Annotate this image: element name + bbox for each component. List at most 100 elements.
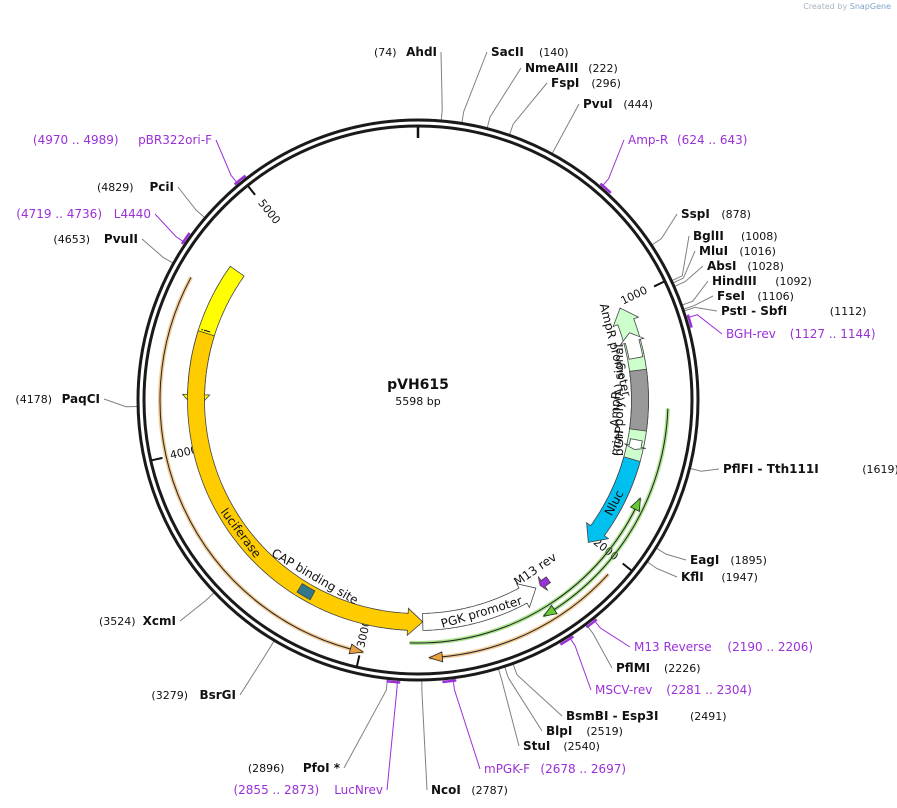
feature-luciferase[interactable] bbox=[187, 330, 424, 637]
primer-mark bbox=[686, 314, 693, 328]
site-name: FseI bbox=[717, 289, 745, 303]
primer-range: (2190 .. 2206) bbox=[727, 640, 813, 654]
site-ncoi[interactable]: NcoI(2787) bbox=[431, 783, 508, 797]
primer-name: MSCV-rev bbox=[595, 683, 652, 697]
site-mlui[interactable]: MluI(1016) bbox=[699, 244, 776, 258]
site-pfoi[interactable]: PfoI * (2896) bbox=[248, 761, 341, 775]
tick-mark bbox=[247, 185, 256, 196]
site-position: (878) bbox=[721, 208, 751, 221]
primer-mscv-rev[interactable]: MSCV-rev (2281 .. 2304) bbox=[595, 683, 752, 697]
tick-label: 3000 bbox=[354, 619, 373, 649]
leader-line bbox=[656, 547, 687, 561]
site-name: PfoI * bbox=[303, 761, 341, 775]
leader-line bbox=[386, 680, 399, 791]
leader-line bbox=[593, 619, 631, 648]
site-position: (2540) bbox=[563, 740, 600, 753]
primer-bgh-rev[interactable]: BGH-rev(1127 .. 1144) bbox=[726, 327, 876, 341]
site-name: AbsI bbox=[707, 259, 736, 273]
site-position: (1092) bbox=[775, 275, 812, 288]
site-name: StuI bbox=[523, 739, 550, 753]
primer-pbr322ori-f[interactable]: pBR322ori-F(4970 .. 4989) bbox=[33, 133, 212, 147]
leader-line bbox=[486, 67, 522, 128]
leader-line bbox=[461, 51, 488, 123]
site-name: NmeAIII bbox=[525, 61, 578, 75]
site-nmeaiii[interactable]: NmeAIII(222) bbox=[525, 61, 618, 75]
feature-cap-binding-site[interactable] bbox=[296, 583, 316, 601]
plasmid-name: pVH615 bbox=[387, 377, 449, 393]
leader-line bbox=[551, 103, 580, 154]
site-absi[interactable]: AbsI(1028) bbox=[707, 259, 784, 273]
site-paqci[interactable]: PaqCI(4178) bbox=[15, 392, 100, 406]
site-eagi[interactable]: EagI(1895) bbox=[690, 553, 767, 567]
feature-nluc[interactable] bbox=[586, 456, 641, 543]
feature-line-arrow bbox=[542, 604, 558, 617]
site-name: SspI bbox=[681, 207, 710, 221]
site-pflmi[interactable]: PflMI (2226) bbox=[616, 661, 701, 675]
site-xcmi[interactable]: XcmI(3524) bbox=[99, 614, 176, 628]
site-position: (1112) bbox=[830, 305, 867, 318]
primer-range: (2281 .. 2304) bbox=[666, 683, 752, 697]
leader-line bbox=[154, 213, 186, 244]
leader-line bbox=[647, 561, 678, 578]
primer-l4440[interactable]: L4440(4719 .. 4736) bbox=[16, 207, 151, 221]
site-name: PflMI bbox=[616, 661, 650, 675]
primer-amp-r[interactable]: Amp-R(624 .. 643) bbox=[628, 133, 747, 147]
site-pvui[interactable]: PvuI(444) bbox=[583, 97, 653, 111]
feature-pgk-promoter[interactable] bbox=[422, 583, 537, 631]
leader-line bbox=[452, 678, 481, 770]
primer-mpgk-f[interactable]: mPGK-F(2678 .. 2697) bbox=[484, 762, 626, 776]
site-position: (1106) bbox=[757, 290, 794, 303]
leader-line bbox=[601, 139, 625, 188]
primer-mark bbox=[233, 174, 247, 186]
site-position: (3279) bbox=[151, 689, 188, 702]
site-hindiii[interactable]: HindIII (1092) bbox=[712, 274, 812, 288]
site-position: (4653) bbox=[53, 233, 90, 246]
site-position: (2226) bbox=[664, 662, 701, 675]
site-sspi[interactable]: SspI (878) bbox=[681, 207, 751, 221]
site-bglii[interactable]: BglII (1008) bbox=[693, 229, 778, 243]
feature-bgh-poly-a-signal[interactable] bbox=[629, 368, 649, 432]
primer-name: mPGK-F bbox=[484, 762, 530, 776]
site-position: (296) bbox=[591, 77, 621, 90]
primer-lucnrev[interactable]: LucNrev(2855 .. 2873) bbox=[233, 783, 383, 797]
primer-m13-reverse[interactable]: M13 Reverse(2190 .. 2206) bbox=[634, 640, 813, 654]
feature-minp[interactable] bbox=[624, 438, 646, 450]
site-leader-lines bbox=[103, 51, 723, 791]
site-stui[interactable]: StuI (2540) bbox=[523, 739, 600, 753]
site-fspi[interactable]: FspI(296) bbox=[551, 76, 621, 90]
site-sacii[interactable]: SacII(140) bbox=[491, 45, 569, 59]
tick-mark bbox=[355, 655, 361, 667]
primer-range: (4719 .. 4736) bbox=[16, 207, 102, 221]
site-fsei[interactable]: FseI (1106) bbox=[717, 289, 794, 303]
leader-line bbox=[682, 280, 709, 306]
site-pcii[interactable]: PciI(4829) bbox=[97, 180, 174, 194]
feature-m13-rev[interactable] bbox=[537, 576, 552, 591]
primer-range: (4970 .. 4989) bbox=[33, 133, 119, 147]
feature-ampr-promoter[interactable] bbox=[619, 332, 645, 360]
site-pflfi-tth111i[interactable]: PflFI - Tth111I(1619) bbox=[723, 462, 897, 476]
site-name: BglII bbox=[693, 229, 724, 243]
leader-line bbox=[568, 636, 592, 691]
tick-label: 5000 bbox=[255, 197, 283, 227]
feature-line-core bbox=[543, 408, 669, 617]
feature-line-arrow bbox=[428, 651, 444, 663]
site-position: (1008) bbox=[741, 230, 778, 243]
primer-mark bbox=[180, 232, 191, 245]
primer-mark bbox=[559, 635, 575, 646]
site-ahdi[interactable]: AhdI(74) bbox=[374, 45, 437, 59]
leader-line bbox=[177, 186, 205, 218]
leader-line bbox=[674, 265, 704, 287]
site-blpi[interactable]: BlpI(2519) bbox=[546, 724, 623, 738]
site-pvuii[interactable]: PvuII(4653) bbox=[53, 232, 138, 246]
site-psti-sbfi[interactable]: PstI - SbfI(1112) bbox=[721, 304, 866, 318]
primer-name: Amp-R bbox=[628, 133, 668, 147]
leader-line bbox=[586, 624, 613, 669]
site-position: (2896) bbox=[248, 762, 285, 775]
site-name: HindIII bbox=[712, 274, 757, 288]
site-bsrgi[interactable]: BsrGI(3279) bbox=[151, 688, 236, 702]
site-kfli[interactable]: KflI(1947) bbox=[681, 570, 758, 584]
site-bsmbi-esp3i[interactable]: BsmBI - Esp3I(2491) bbox=[566, 709, 727, 723]
site-name: SacII bbox=[491, 45, 524, 59]
feature-line-core bbox=[159, 277, 364, 653]
